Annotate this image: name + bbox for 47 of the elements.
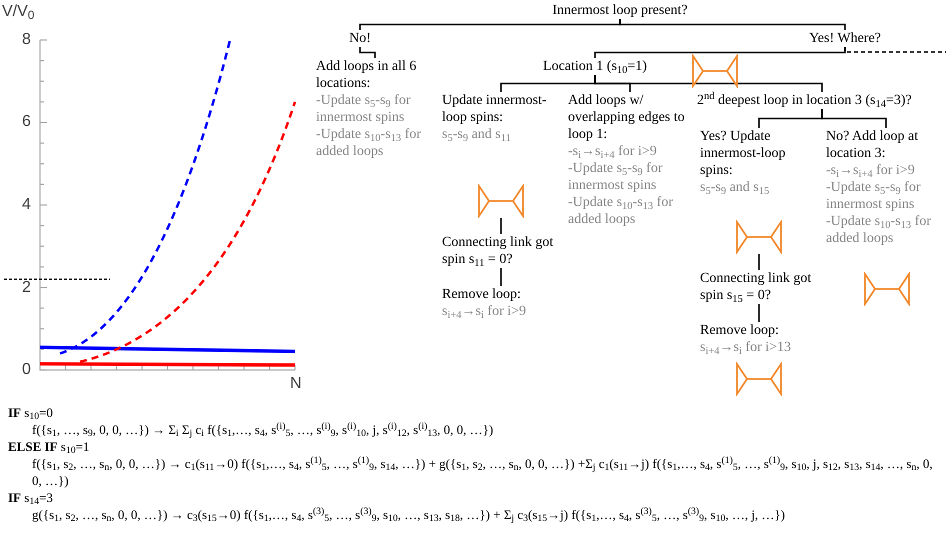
graph-drawing xyxy=(734,220,784,254)
step-text: 2$^{nd}$ deepest loop in location 3 (s$_{14}$=3)? xyxy=(697,92,913,109)
tick-label: 0 xyxy=(22,360,31,380)
tree-branch-line xyxy=(619,19,846,30)
axis-label: N xyxy=(290,374,302,394)
note-text: -Update s$_{10}$-s$_{13}$ for added loops xyxy=(316,126,422,160)
step-text: Add loops in all 6 locations: xyxy=(316,58,418,92)
tree-branch-line xyxy=(844,47,946,53)
step-text: No? Add loop at location 3: xyxy=(826,128,920,162)
tree-branch-line xyxy=(758,304,760,322)
tree-branch-line xyxy=(758,254,760,270)
note-text: s$_{i+4}$→s$_{i}$ for i>13 xyxy=(700,339,792,356)
note-text: -s$_{i}$→s$_{i+4}$ for i>9 xyxy=(826,162,916,179)
formula-text: f({s$_{1}$, s$_{2}$, …, s$_{n}$, 0, 0, …}) → c$_{1}$(s$_{11}$→0) f({s$_{1}$,…, s$_{4}$, s$^{(1)}$$_{5}$, …, s$^{(1)}$$_{9}$, s$_{14}$, …}) + g({s$_{1}$, s$_{2}$, …, s$_{n}$, 0, 0, …}) +Σ$_{j}$ c$_{1}$(s$_{11}$→j) f({s$_{1}$,…, s$_{4}$, s$^{(1)}$$_{5}$, …, s$^{(1)}$$_{9}$, s$_{10}$, j, s$_{12}$, s$_{13}$, s$_{14}$, …, s$_{n}$, 0, 0, …}) xyxy=(31,455,934,489)
note-text: -Update s$_{10}$-s$_{13}$ for added loops xyxy=(568,194,674,228)
step-text: Yes? Update innermost-loop spins: xyxy=(700,128,787,179)
condition-text: IF s$_{10}$=0 xyxy=(8,404,54,421)
note-text: s$_{i+4}$→s$_{i}$ for i>9 xyxy=(442,303,528,320)
note-text: s$_{5}$-s$_{9}$ and s$_{11}$ xyxy=(442,126,512,143)
step-text: Innermost loop present? xyxy=(552,2,688,19)
step-text: Yes! Where? xyxy=(809,30,881,47)
step-text: Connecting link got spin s$_{11}$ = 0? xyxy=(442,234,554,268)
note-text: -s$_{i}$→s$_{i+4}$ for i>9 xyxy=(568,143,658,160)
graph-drawing xyxy=(476,184,526,218)
note-text: -Update s$_{10}$-s$_{13}$ for added loops xyxy=(826,213,932,247)
tree-branch-line xyxy=(594,75,823,92)
tree-branch-line xyxy=(500,218,502,234)
tick-label: 6 xyxy=(22,112,31,132)
condition-text: ELSE IF s$_{10}$=1 xyxy=(8,438,90,455)
step-text: No! xyxy=(349,30,371,47)
tick-label: 8 xyxy=(22,30,31,50)
tree-branch-line xyxy=(821,109,887,128)
step-text: Add loops w/ overlapping edges to loop 1: xyxy=(568,92,686,143)
formula-text: g({s$_{1}$, s$_{2}$, …, s$_{n}$, 0, 0, …}) → c$_{3}$(s$_{15}$→0) f({s$_{1}$,…, s$_{4}$, s$^{(3)}$$_{5}$, …, s$^{(3)}$$_{9}$, s$_{10}$, …, s$_{13}$, s$_{18}$, …}) + Σ$_{j}$ c$_{3}$(s$_{15}$→j) f({s$_{1}$,…, s$_{4}$, s$^{(3)}$$_{5}$, …, s$^{(3)}$$_{9}$, s$_{10}$, …, j, …}) xyxy=(31,506,786,523)
formula-text: f({s$_{1}$, …, s$_{9}$, 0, 0, …}) → Σ$_{i}$ Σ$_{j}$ c$_{i}$ f({s$_{1}$,…, s$_{4}$, s$^{(i)}$$_{5}$, …, s$^{(i)}$$_{9}$, s$^{(i)}$$_{10}$, j, s$^{(i)}$$_{12}$, s$^{(i)}$$_{13}$, 0, 0, …}) xyxy=(31,421,494,438)
tree-branch-line xyxy=(359,47,376,58)
note-text: s$_{5}$-s$_{9}$ and s$_{15}$ xyxy=(700,179,770,196)
tree-branch-line xyxy=(500,268,502,286)
tick-label: 2 xyxy=(22,278,31,298)
step-text: Remove loop: xyxy=(700,322,780,339)
step-text: Update innermost-loop spins: xyxy=(442,92,548,126)
step-text: Location 1 (s$_{10}$=1) xyxy=(543,58,647,75)
axis-label: V/V$_{0}$ xyxy=(2,2,34,22)
condition-text: IF s$_{14}$=3 xyxy=(8,489,54,506)
step-text: Remove loop: xyxy=(442,286,522,303)
step-text: Connecting link got spin s$_{15}$ = 0? xyxy=(700,270,812,304)
tick-label: 4 xyxy=(22,195,31,215)
